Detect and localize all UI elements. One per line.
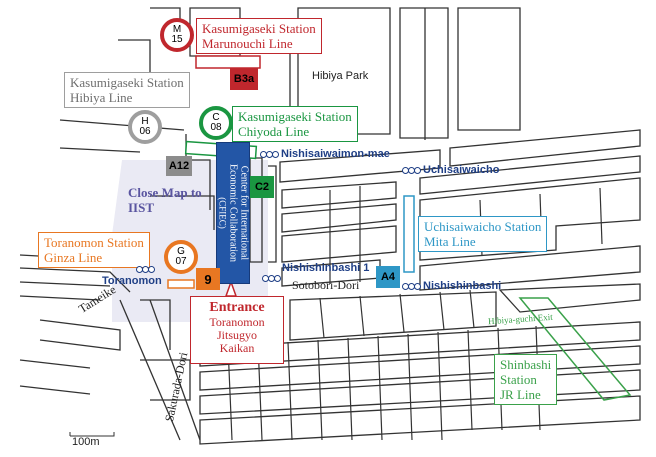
ginza-station-badge[interactable]: G 07 (164, 240, 198, 274)
stop-nishisaiwaimon[interactable]: Nishisaiwaimon-mae (260, 148, 390, 160)
ginza-connector (167, 279, 195, 289)
line-name: Marunouchi Line (202, 36, 293, 51)
badge-letter: C (212, 112, 220, 123)
exit-label: A4 (380, 271, 396, 283)
exit-9[interactable]: 9 (196, 268, 220, 290)
jr-tracks (518, 297, 632, 401)
station-name: Toranomon Station (44, 235, 144, 250)
badge-number: 08 (210, 122, 222, 133)
close-map-line2: IIST (128, 199, 155, 215)
road-sotobori: Sotobori-Dori (292, 278, 359, 293)
station-name: Uchisaiwaicho Station (424, 219, 542, 234)
marunouchi-connector (195, 55, 261, 69)
stop-name: Uchisaiwaicho (423, 164, 500, 176)
exit-label: C2 (254, 181, 270, 193)
hibiya-park-label: Hibiya Park (312, 70, 368, 83)
badge-number: 06 (139, 126, 151, 137)
entrance-line1: Toranomon (209, 315, 265, 329)
bus-stop-icon (260, 150, 279, 158)
badge-number: 15 (171, 34, 183, 45)
cfiec-building[interactable]: Center for International Economic Collab… (216, 142, 250, 284)
jr-station-label: Shinbashi Station JR Line (494, 354, 558, 405)
bus-stop-icon (402, 282, 421, 290)
close-map-line1: Close Map to (128, 185, 202, 200)
stop-name: Nishisaiwaimon-mae (281, 148, 390, 160)
line-name: Mita Line (424, 234, 476, 249)
chiyoda-station-label: Kasumigaseki Station Chiyoda Line (232, 106, 358, 142)
station-name: Kasumigaseki Station (70, 75, 184, 90)
badge-number: 07 (175, 256, 187, 267)
scale-label: 100m (72, 436, 100, 449)
exit-label: A12 (168, 160, 190, 172)
entrance-line2: Jitsugyo (216, 328, 257, 342)
bus-stop-icon (135, 266, 155, 273)
marunouchi-station-label: Kasumigaseki Station Marunouchi Line (196, 18, 322, 54)
hibiya-station-label: Kasumigaseki Station Hibiya Line (64, 72, 190, 108)
line-name: JR Line (500, 387, 541, 402)
line-name: Hibiya Line (70, 90, 133, 105)
station-name: Kasumigaseki Station (202, 21, 316, 36)
mita-station-label: Uchisaiwaicho Station Mita Line (418, 216, 548, 252)
station-name: Shinbashi (500, 357, 552, 372)
hibiya-station-badge[interactable]: H 06 (128, 110, 162, 144)
stop-nishishinbashi[interactable]: Nishishinbashi (402, 280, 501, 292)
mita-line-strip (403, 195, 415, 273)
chiyoda-station-badge[interactable]: C 08 (199, 106, 233, 140)
line-name: Chiyoda Line (238, 124, 310, 139)
badge-letter: M (172, 24, 182, 35)
road-name: Sotobori-Dori (292, 278, 360, 292)
scale-bar (69, 432, 115, 437)
marunouchi-station-badge[interactable]: M 15 (160, 18, 194, 52)
station-name: Kasumigaseki Station (238, 109, 352, 124)
stop-name: Nishishinbashi 1 (282, 262, 370, 274)
stop-nishishinbashi1[interactable]: Nishishinbashi 1 (262, 262, 369, 282)
entrance-box[interactable]: Entrance Toranomon Jitsugyo Kaikan (190, 296, 284, 364)
exit-c2[interactable]: C2 (250, 176, 274, 198)
exit-b3a[interactable]: B3a (230, 68, 258, 90)
exit-a4[interactable]: A4 (376, 266, 400, 288)
exit-label: 9 (204, 271, 212, 287)
exit-label: B3a (233, 73, 255, 85)
stop-name: Toranomon (102, 275, 162, 287)
stop-toranomon[interactable]: Toranomon (102, 266, 162, 287)
bus-stop-icon (402, 166, 421, 174)
entrance-title: Entrance (209, 300, 265, 315)
badge-letter: H (141, 116, 149, 127)
place-name: Hibiya Park (312, 70, 369, 82)
station-word: Station (500, 372, 537, 387)
exit-a12[interactable]: A12 (166, 156, 192, 176)
entrance-line3: Kaikan (219, 341, 255, 355)
building-label: Center for International Economic Collab… (227, 163, 250, 263)
stop-uchisaiwaicho[interactable]: Uchisaiwaicho (402, 164, 499, 176)
building-sublabel: (CFIEC) (217, 197, 228, 229)
ginza-station-label: Toranomon Station Ginza Line (38, 232, 150, 268)
stop-name: Nishishinbashi (423, 280, 502, 292)
bus-stop-icon (262, 275, 281, 282)
line-name: Ginza Line (44, 250, 103, 265)
scale-text: 100m (72, 436, 100, 448)
badge-letter: G (177, 246, 185, 257)
close-map-label[interactable]: Close Map to IIST (128, 185, 202, 216)
